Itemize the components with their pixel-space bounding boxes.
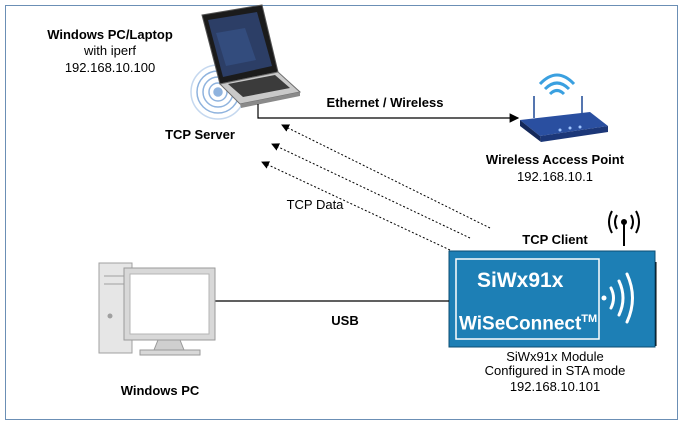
diagram-frame: [5, 5, 678, 420]
desktop-pc-icon: [98, 262, 216, 356]
module-caption-line2: Configured in STA mode: [484, 363, 626, 378]
module-caption-line1: SiWx91x Module: [506, 349, 604, 364]
product-name: WiSeConnect: [459, 313, 582, 335]
siwx91x-module: [448, 250, 657, 348]
windows-pc-title: Windows PC: [120, 383, 200, 398]
router-icon: [520, 73, 608, 142]
usb-label: USB: [331, 313, 359, 328]
laptop-title: Windows PC/Laptop: [47, 27, 173, 42]
antenna-icon: [608, 210, 640, 246]
ethernet-wireless-label: Ethernet / Wireless: [326, 95, 444, 110]
laptop-icon: [201, 4, 302, 108]
access-point-title: Wireless Access Point: [485, 152, 625, 167]
module-ip: 192.168.10.101: [509, 379, 601, 394]
laptop-ip: 192.168.10.100: [64, 60, 156, 75]
tcp-server-label: TCP Server: [165, 127, 235, 142]
tcp-data-arrows: [261, 124, 491, 251]
module-product-text: WiSeConnectTM: [459, 308, 597, 335]
module-brand-text: SiWx91x: [477, 269, 564, 292]
tcp-client-label: TCP Client: [522, 232, 588, 247]
tcp-data-label: TCP Data: [286, 197, 344, 212]
ethernet-link-line: [257, 104, 520, 123]
trademark-mark: TM: [581, 313, 598, 325]
access-point-ip: 192.168.10.1: [517, 169, 593, 184]
wifi-waves-icon: [601, 272, 634, 324]
laptop-subtitle: with iperf: [83, 43, 137, 58]
